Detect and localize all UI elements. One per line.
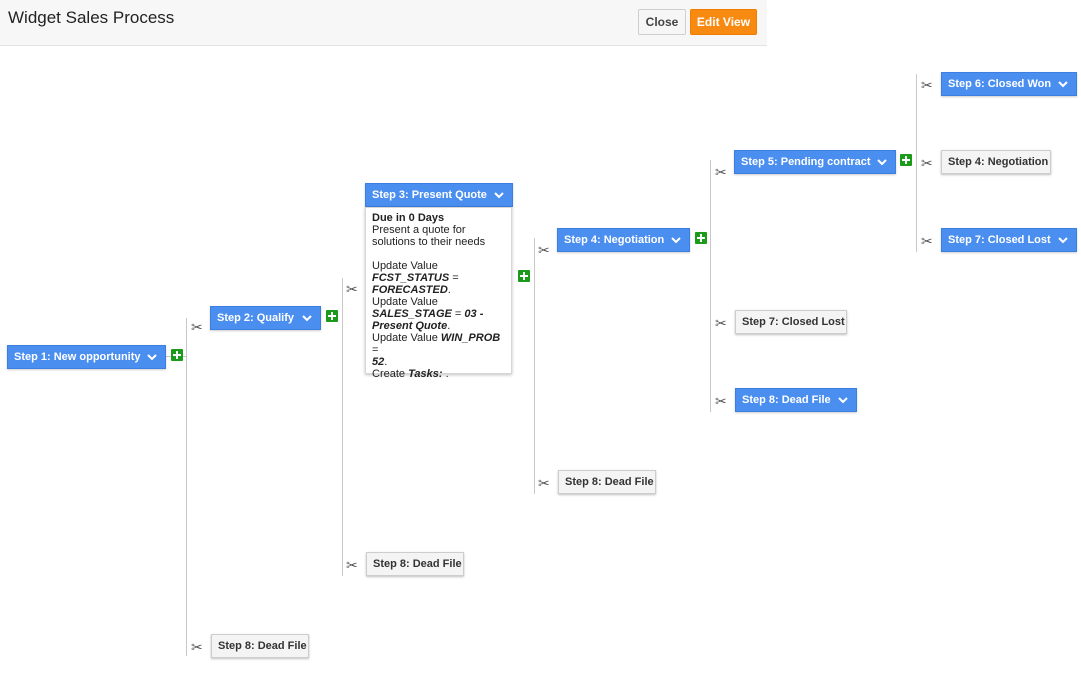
- scissors-icon[interactable]: ✂: [346, 557, 358, 573]
- plus-icon[interactable]: [171, 349, 183, 361]
- chevron-down-icon[interactable]: [877, 157, 887, 167]
- field-name: SALES_STAGE: [372, 308, 452, 320]
- field-value: 52: [372, 356, 385, 368]
- step-node-new-opportunity[interactable]: Step 1: New opportunity: [7, 345, 166, 369]
- step-node-negotiation-loop[interactable]: Step 4: Negotiation: [941, 150, 1051, 174]
- close-button[interactable]: Close: [638, 9, 686, 35]
- step-node-dead-file[interactable]: Step 8: Dead File: [211, 634, 309, 658]
- connector-line: [342, 278, 343, 576]
- chevron-down-icon[interactable]: [302, 313, 312, 323]
- create-label: Create: [372, 368, 409, 380]
- description-line: solutions to their needs: [372, 236, 486, 248]
- scissors-icon[interactable]: ✂: [921, 77, 933, 93]
- header-bar: Widget Sales Process Close Edit View: [0, 0, 767, 46]
- plus-icon[interactable]: [326, 310, 338, 322]
- step-node-pending-contract[interactable]: Step 5: Pending contract: [734, 150, 896, 174]
- task-line: Create Tasks: .: [372, 368, 505, 380]
- connector-line: [534, 238, 535, 494]
- scissors-icon[interactable]: ✂: [538, 475, 550, 491]
- step-label: Step 4: Negotiation: [948, 156, 1049, 168]
- plus-icon[interactable]: [900, 154, 912, 166]
- step-node-dead-file[interactable]: Step 8: Dead File: [558, 470, 656, 494]
- scissors-icon[interactable]: ✂: [346, 281, 358, 297]
- scissors-icon[interactable]: ✂: [921, 155, 933, 171]
- step-node-negotiation[interactable]: Step 4: Negotiation: [557, 228, 690, 252]
- update-label: Update Value: [372, 260, 438, 272]
- step-label: Step 2: Qualify: [217, 312, 295, 324]
- period: .: [447, 284, 451, 296]
- step-label: Step 6: Closed Won: [948, 78, 1052, 90]
- connector-line: [186, 318, 187, 656]
- spacer: [372, 248, 505, 260]
- period: .: [447, 320, 451, 332]
- field-assignment: Update Value WIN_PROB =: [372, 332, 505, 356]
- step-label: Step 7: Closed Lost: [948, 234, 1051, 246]
- equals: =: [451, 308, 465, 320]
- plus-icon[interactable]: [518, 270, 530, 282]
- scissors-icon[interactable]: ✂: [191, 639, 203, 655]
- scissors-icon[interactable]: ✂: [921, 233, 933, 249]
- edit-view-button[interactable]: Edit View: [690, 9, 757, 35]
- step-node-dead-file[interactable]: Step 8: Dead File: [735, 388, 857, 412]
- field-assignment: SALES_STAGE = 03 -: [372, 308, 505, 320]
- update-label: Update Value: [372, 296, 438, 308]
- step-node-closed-lost[interactable]: Step 7: Closed Lost: [941, 228, 1077, 252]
- step-node-closed-lost[interactable]: Step 7: Closed Lost: [735, 310, 847, 334]
- plus-icon[interactable]: [695, 232, 707, 244]
- field-assignment: FCST_STATUS =: [372, 272, 505, 284]
- field-name: FCST_STATUS: [372, 272, 450, 284]
- scissors-icon[interactable]: ✂: [715, 393, 727, 409]
- tasks-label: Tasks:: [408, 368, 443, 380]
- field-assignment: 52.: [372, 356, 505, 368]
- step-label: Step 3: Present Quote: [372, 189, 487, 201]
- chevron-down-icon[interactable]: [838, 395, 848, 405]
- step-node-dead-file[interactable]: Step 8: Dead File: [366, 552, 464, 576]
- step-node-closed-won[interactable]: Step 6: Closed Won: [941, 72, 1077, 96]
- scissors-icon[interactable]: ✂: [715, 315, 727, 331]
- page-title: Widget Sales Process: [8, 8, 175, 27]
- field-value: Present Quote: [372, 320, 448, 332]
- chevron-down-icon[interactable]: [494, 190, 504, 200]
- step-node-qualify[interactable]: Step 2: Qualify: [210, 306, 321, 330]
- field-name: WIN_PROB: [440, 332, 501, 344]
- field-value: FORECASTED: [372, 284, 448, 296]
- connector-line: [916, 74, 917, 252]
- step-label: Step 8: Dead File: [565, 476, 654, 488]
- scissors-icon[interactable]: ✂: [191, 319, 203, 335]
- due-text: Due in 0 Days: [372, 212, 445, 224]
- scissors-icon[interactable]: ✂: [715, 164, 727, 180]
- step-node-present-quote[interactable]: Step 3: Present Quote: [365, 183, 513, 207]
- description-line: Present a quote for: [372, 224, 466, 236]
- chevron-down-icon[interactable]: [1058, 235, 1068, 245]
- scissors-icon[interactable]: ✂: [538, 242, 550, 258]
- field-value: 03 -: [464, 308, 484, 320]
- tasks-tail: .: [442, 368, 449, 380]
- step-label: Step 1: New opportunity: [14, 351, 141, 363]
- connector-line: [710, 160, 711, 412]
- chevron-down-icon[interactable]: [147, 352, 157, 362]
- step-label: Step 4: Negotiation: [564, 234, 665, 246]
- step-detail-panel: Due in 0 Days Present a quote for soluti…: [365, 207, 512, 380]
- field-assignment: FORECASTED.: [372, 284, 505, 296]
- step-label: Step 8: Dead File: [218, 640, 307, 652]
- step-label: Step 8: Dead File: [373, 558, 462, 570]
- chevron-down-icon[interactable]: [1058, 79, 1068, 89]
- update-label: Update Value: [372, 332, 438, 344]
- step-label: Step 5: Pending contract: [741, 156, 871, 168]
- field-assignment: Present Quote.: [372, 320, 505, 332]
- chevron-down-icon[interactable]: [671, 235, 681, 245]
- equals: =: [449, 272, 459, 284]
- period: .: [384, 356, 388, 368]
- equals: =: [372, 344, 379, 356]
- step-label: Step 8: Dead File: [742, 394, 831, 406]
- step-label: Step 7: Closed Lost: [742, 316, 845, 328]
